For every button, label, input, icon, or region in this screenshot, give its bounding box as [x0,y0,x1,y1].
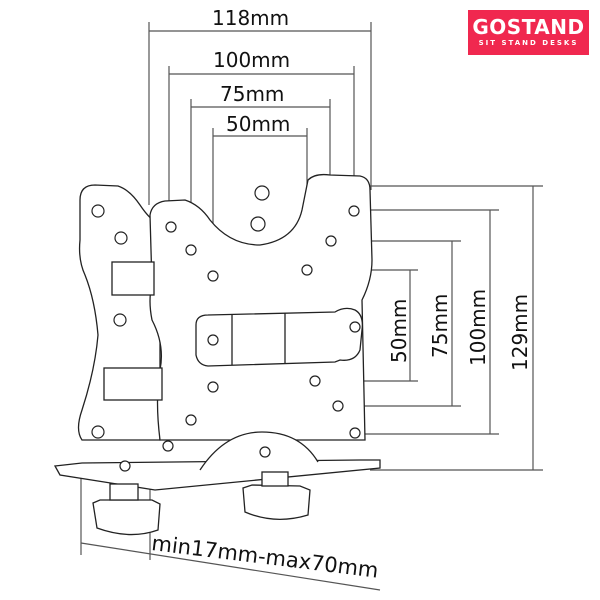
front-plate [149,173,373,441]
dim-label-height-129mm: 129mm [508,293,532,371]
dimension-lines [80,22,543,591]
dim-label-width-118mm: 118mm [212,6,290,30]
mounting-holes [91,185,361,472]
brand-tagline: SIT STAND DESKS [478,39,579,47]
dim-label-height-100mm: 100mm [466,288,490,366]
base-arc [199,431,319,471]
dim-label-height-75mm: 75mm [428,293,452,358]
right-knob-stem [261,471,289,487]
dim-line-100mm-v [360,209,499,435]
left-knob [92,499,161,536]
back-plate [77,184,161,441]
dim-line-129mm [370,185,543,471]
dim-label-width-75mm: 75mm [220,82,285,106]
dim-label-height-50mm: 50mm [387,298,411,363]
dim-label-width-50mm: 50mm [226,112,291,136]
lower-rail [103,367,163,401]
dim-line-118mm [148,22,372,205]
bracket-body [53,173,381,536]
strap [195,307,363,367]
brand-name: GOSTAND [472,15,585,39]
left-knob-stem [109,483,139,501]
upper-rail [111,261,155,296]
right-knob [242,484,311,520]
dim-label-width-100mm: 100mm [213,48,291,72]
brand-logo: GOSTAND SIT STAND DESKS [468,10,589,55]
